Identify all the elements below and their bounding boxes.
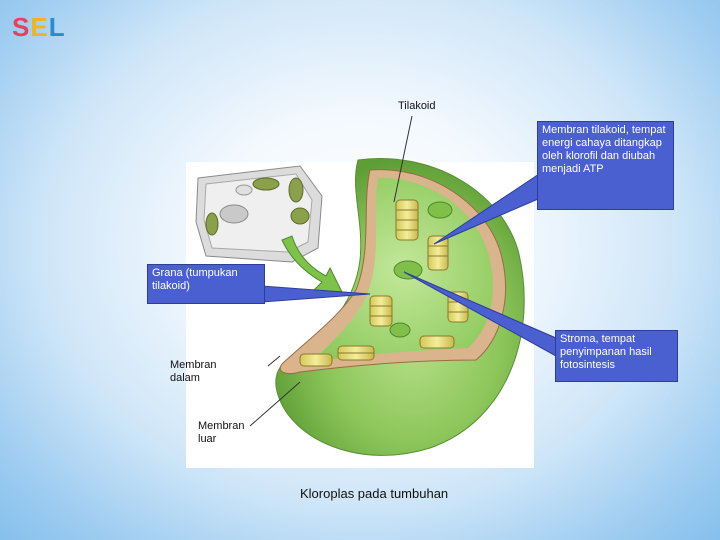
logo-letter-e: E bbox=[30, 12, 49, 42]
granum bbox=[369, 295, 393, 327]
granum bbox=[299, 353, 333, 367]
granum bbox=[395, 199, 419, 241]
plant-cell-inset bbox=[195, 165, 323, 263]
granum bbox=[419, 335, 455, 349]
granum bbox=[337, 345, 375, 361]
grana-stacks bbox=[299, 199, 469, 367]
label-membran-luar: Membran luar bbox=[198, 420, 245, 445]
chloroplast bbox=[275, 158, 525, 456]
logo-letter-s: S bbox=[12, 12, 31, 42]
callout-stroma: Stroma, tempat penyimpanan hasil fotosin… bbox=[555, 330, 678, 382]
logo-letter-l: L bbox=[48, 12, 66, 42]
leader-lines bbox=[249, 115, 413, 427]
logo: SEL bbox=[12, 14, 66, 40]
granum bbox=[427, 235, 449, 271]
figure-caption: Kloroplas pada tumbuhan bbox=[300, 486, 449, 501]
label-tilakoid: Tilakoid bbox=[398, 100, 436, 112]
callout-membran-tilakoid: Membran tilakoid, tempat energi cahaya d… bbox=[537, 121, 674, 210]
label-membran-dalam: Membran dalam bbox=[170, 359, 217, 384]
callout-grana: Grana (tumpukan tilakoid) bbox=[147, 264, 265, 304]
